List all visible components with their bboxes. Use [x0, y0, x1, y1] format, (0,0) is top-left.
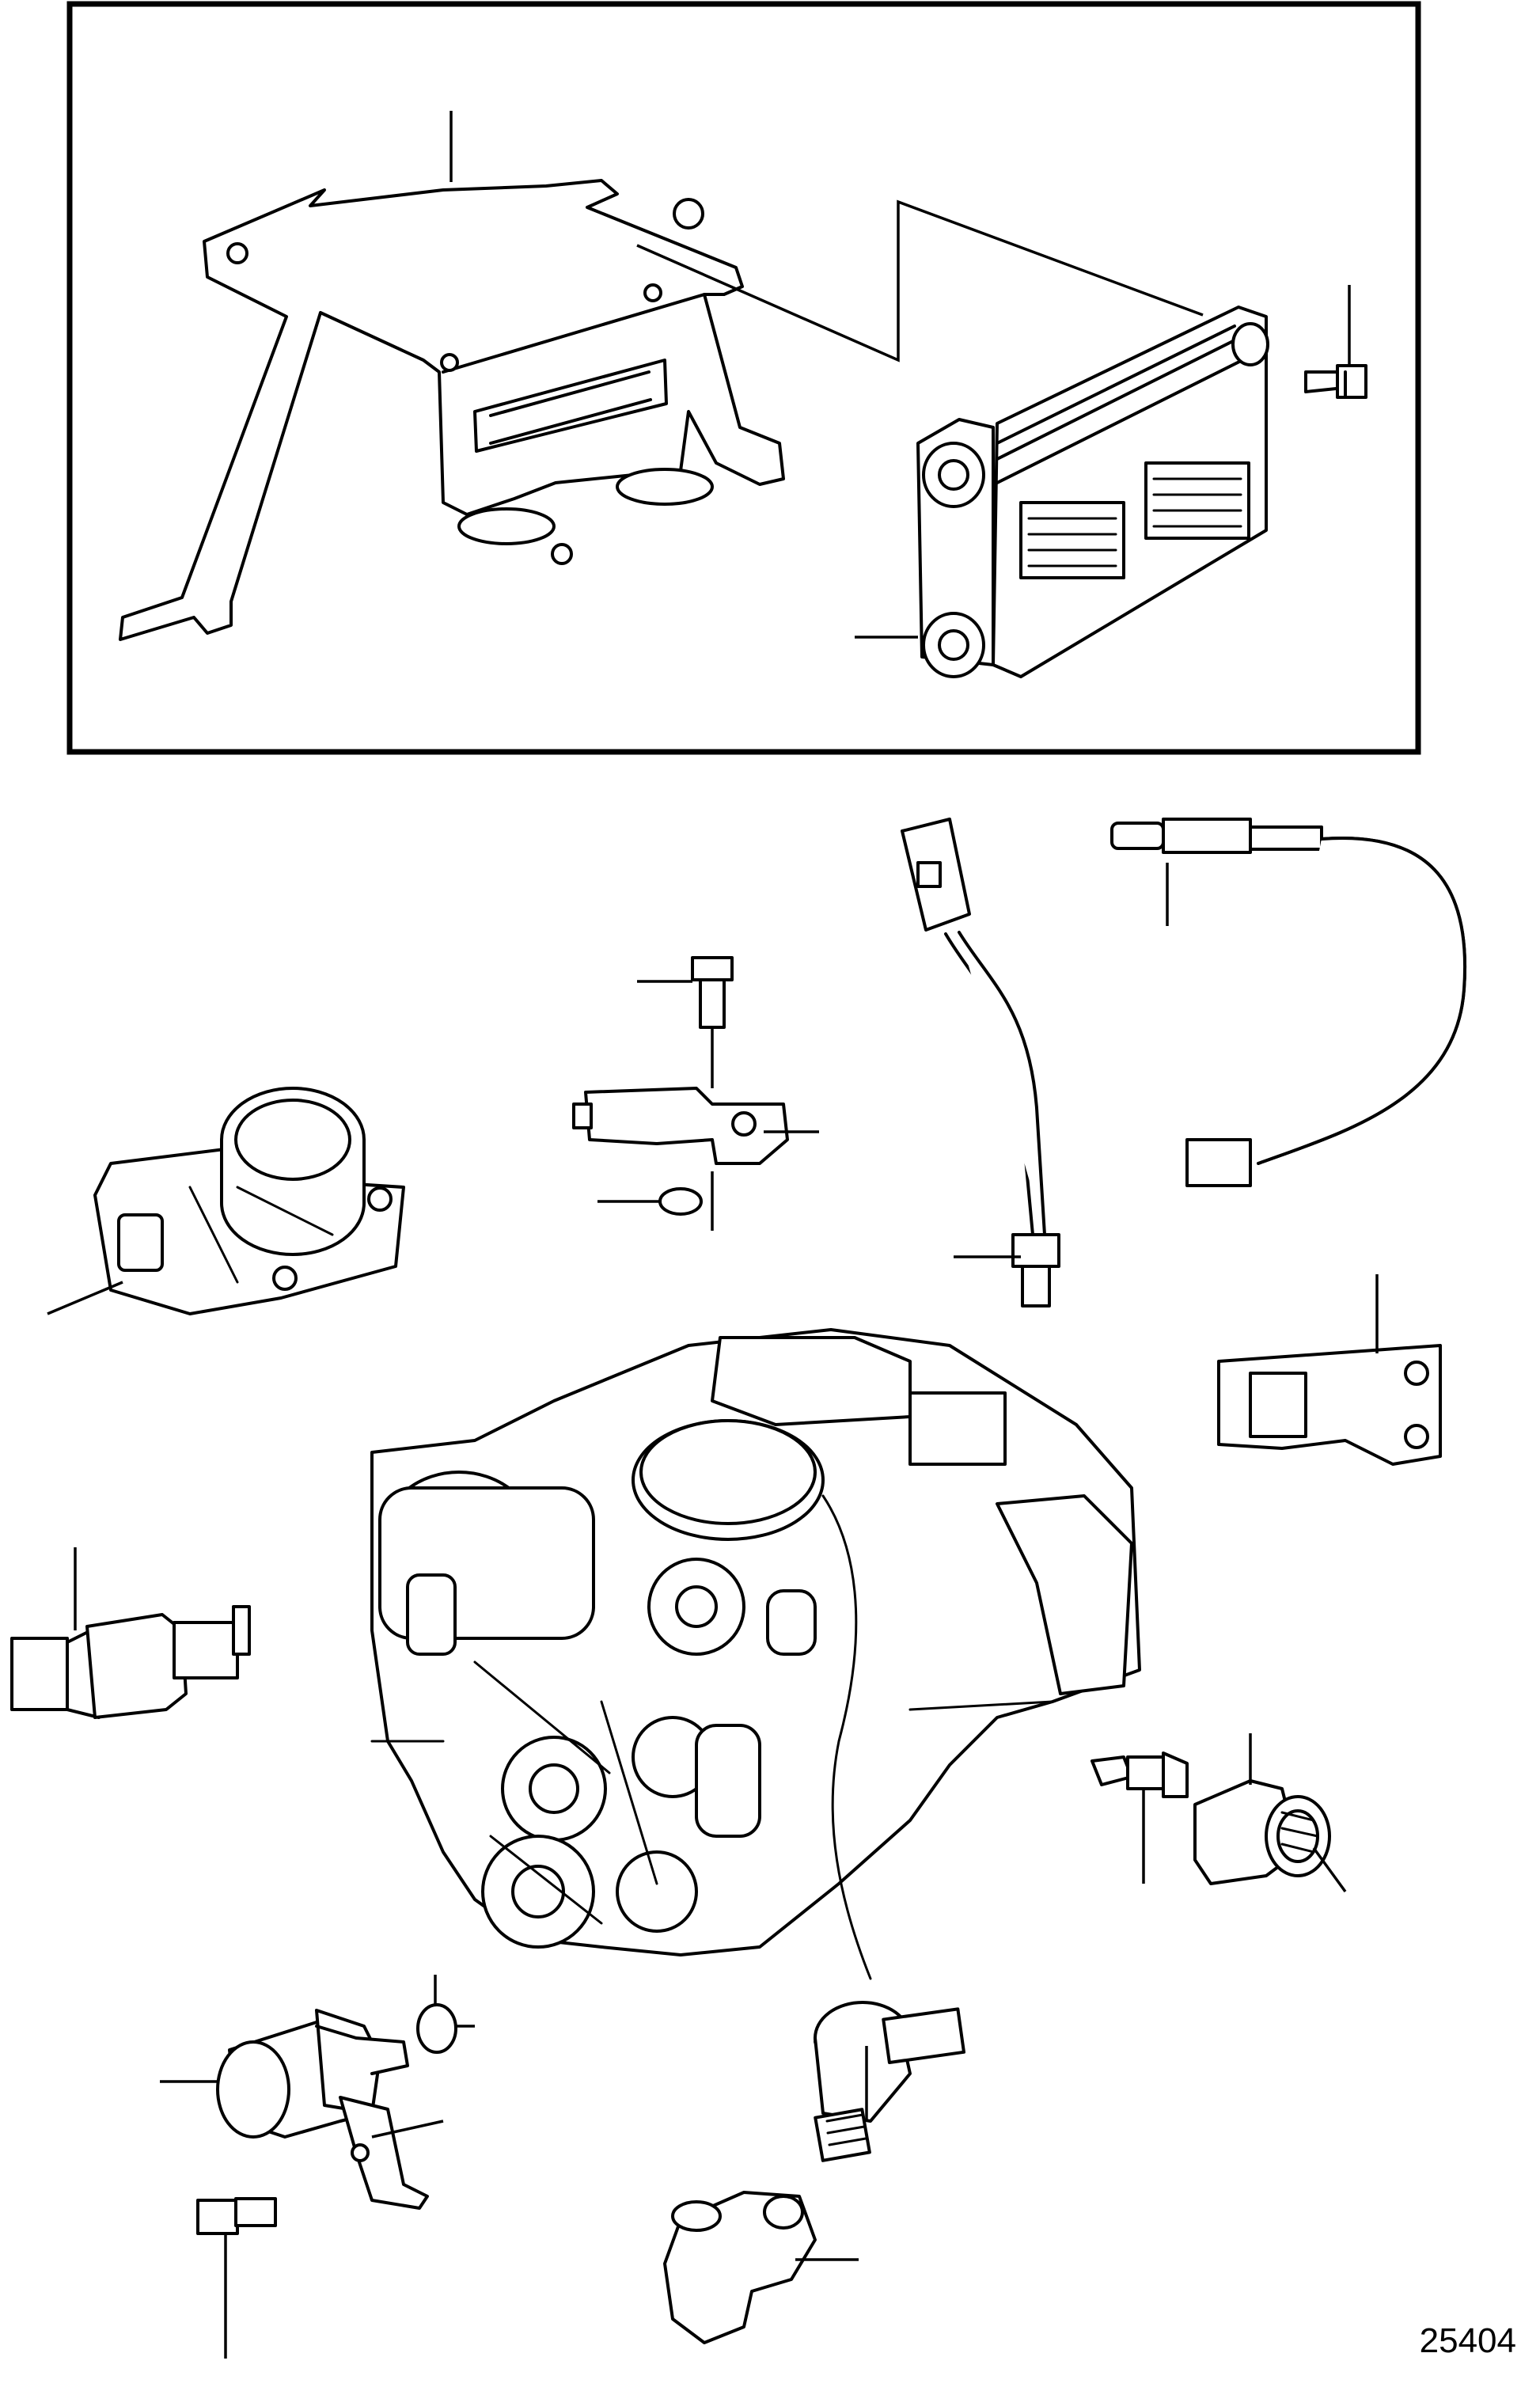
ecu-inset-frame	[66, 1, 1421, 755]
crank-sensor-bolt	[196, 2197, 277, 2235]
map-sensor-o-ring	[658, 1187, 703, 1216]
map-sensor	[572, 1087, 789, 1165]
ecu-bolt	[1304, 364, 1367, 399]
coolant-temperature-sensor	[10, 1605, 251, 1719]
leader-lines	[47, 111, 1379, 2359]
knock-sensor-adapter	[663, 2191, 817, 2344]
oil-pressure-switch	[1193, 1779, 1331, 1885]
ecu-control-module	[916, 306, 1269, 678]
crankshaft-position-sensor	[216, 2009, 429, 2210]
pressure-fitting	[1091, 1752, 1189, 1798]
throttle-body	[93, 1087, 405, 1315]
oxygen-sensor	[1110, 818, 1466, 1187]
crank-sensor-o-ring	[416, 2003, 457, 2054]
temperature-sender-with-harness	[901, 818, 1060, 1307]
ecu-mounting-bracket	[119, 179, 785, 641]
figure-reference-number: 25404	[1419, 2321, 1516, 2360]
camshaft-position-sensor	[1217, 1344, 1442, 1466]
marine-engine	[370, 1328, 1141, 2075]
knock-sensor	[814, 2001, 965, 2162]
map-sensor-bolt	[691, 956, 734, 1029]
